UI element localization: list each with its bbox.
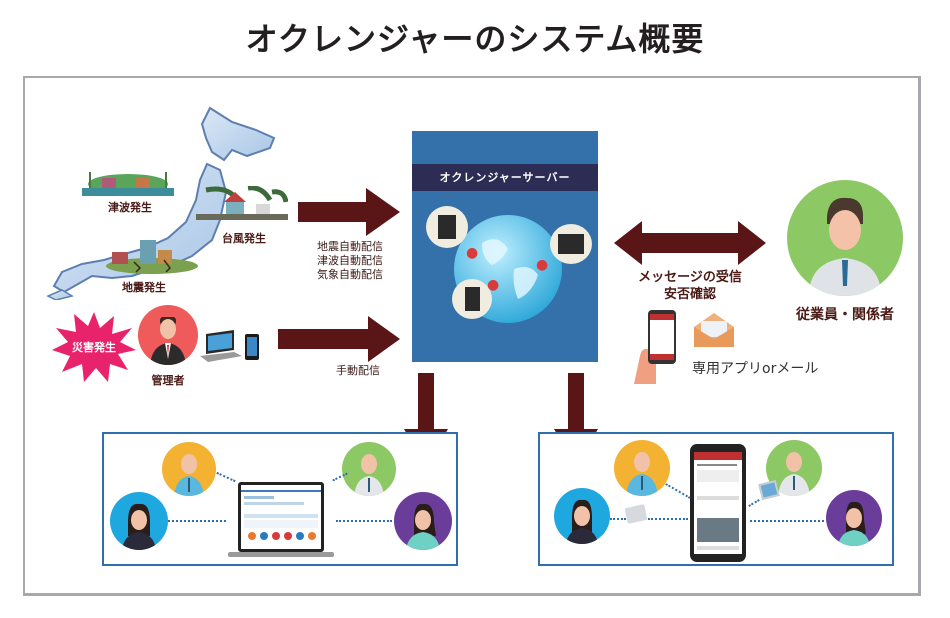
okranger-server-panel: オクレンジャーサーバー ● ● ●: [412, 131, 598, 362]
admin-label: 管理者: [151, 374, 185, 387]
diagram-title: オクレンジャーのシステム概要: [245, 20, 705, 58]
manual-delivery-arrow: [278, 316, 400, 362]
auto-delivery-labels: 地震自動配信 津波自動配信 気象自動配信: [305, 240, 395, 282]
typhoon-label: 台風発生: [222, 232, 266, 245]
location-pin-icon: ●: [487, 277, 500, 293]
server-rack-icon: [426, 206, 468, 248]
auto-delivery-quake: 地震自動配信: [317, 240, 383, 253]
earthquake-illustration: [104, 238, 200, 274]
message-receive-label: メッセージの受信: [638, 270, 742, 285]
safety-confirm-label: 安否確認: [663, 287, 716, 302]
location-pin-icon: ●: [466, 245, 479, 261]
server-label: オクレンジャーサーバー: [412, 164, 598, 191]
two-way-arrow: [614, 221, 766, 265]
web-console-box: [102, 432, 458, 566]
manual-delivery-label: 手動配信: [336, 364, 380, 377]
location-pin-icon: ●: [536, 257, 549, 273]
dotted-arrow: [648, 518, 688, 520]
auto-delivery-arrow: [298, 188, 400, 236]
tsunami-label: 津波発生: [108, 201, 152, 214]
smartphone-app-icon: [634, 306, 680, 384]
user-avatar-green: [342, 442, 396, 496]
user-avatar-blue: [554, 488, 610, 544]
outer-frame: [23, 76, 921, 596]
laptop-dashboard-icon: [228, 482, 334, 562]
dotted-arrow: [610, 518, 626, 520]
japan-map: [42, 100, 292, 301]
admin-phone-icon: [245, 334, 259, 360]
dotted-arrow: [336, 520, 392, 522]
typhoon-illustration: [196, 185, 289, 220]
image-photo-icon: [758, 480, 780, 500]
server-rack-icon: [452, 279, 492, 319]
disaster-burst: 災害発生: [52, 312, 136, 382]
earthquake-label: 地震発生: [122, 281, 166, 294]
server-rack-icon: [550, 224, 592, 264]
dotted-arrow: [748, 499, 760, 507]
disaster-burst-label: 災害発生: [72, 341, 116, 354]
dotted-arrow: [750, 520, 824, 522]
channel-label: 専用アプリorメール: [692, 361, 819, 377]
user-avatar-blue: [110, 492, 168, 550]
auto-delivery-weather: 気象自動配信: [317, 268, 383, 281]
user-avatar-purple: [826, 490, 882, 546]
dotted-arrow: [168, 520, 226, 522]
tsunami-illustration: [82, 168, 174, 196]
admin-laptop-icon: [200, 330, 242, 364]
chat-bubble-icon: [624, 504, 648, 524]
recipient-avatar: [787, 180, 903, 296]
mail-envelope-icon: [694, 313, 734, 347]
user-avatar-orange: [614, 440, 670, 496]
auto-delivery-tsunami: 津波自動配信: [317, 254, 383, 267]
user-avatar-orange: [162, 442, 216, 496]
recipient-label: 従業員・関係者: [796, 307, 894, 323]
smartphone-app-screen-icon: [690, 444, 746, 562]
mobile-app-box: [538, 432, 894, 566]
dotted-arrow: [665, 483, 691, 499]
user-avatar-purple: [394, 492, 452, 550]
dotted-arrow: [216, 471, 236, 483]
admin-avatar: [138, 305, 198, 365]
